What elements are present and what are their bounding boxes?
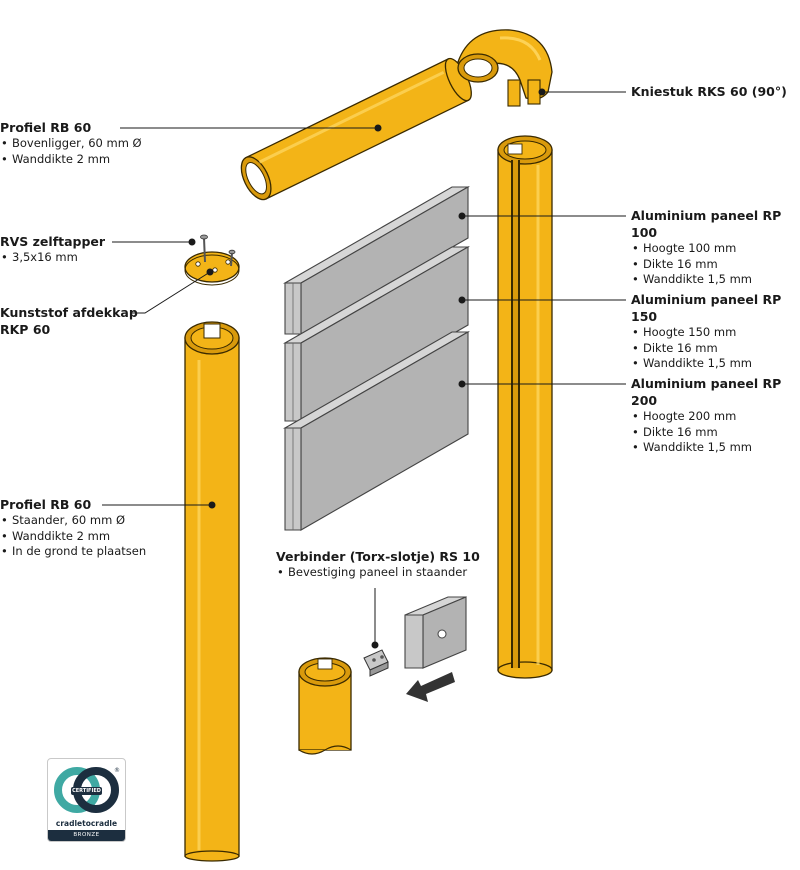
label-rp200: Aluminium paneel RP 200 Hoogte 200 mm Di… [631, 375, 800, 456]
spec-item: Wanddikte 1,5 mm [631, 440, 800, 456]
panel-rp150 [282, 246, 471, 422]
spec-item: Wanddikte 1,5 mm [631, 356, 800, 372]
panel-end-piece [404, 596, 467, 669]
badge-brand-text: cradletocradle [55, 819, 118, 828]
label-rp150: Aluminium paneel RP 150 Hoogte 150 mm Di… [631, 291, 800, 372]
label-kniestuk: Kniestuk RKS 60 (90°) [631, 83, 787, 100]
label-kunststof-afdekkap: Kunststof afdekkap RKP 60 [0, 304, 138, 338]
spec-item: Wanddikte 2 mm [0, 529, 146, 545]
spec-item: In de grond te plaatsen [0, 544, 146, 560]
spec-item: Bevestiging paneel in staander [276, 565, 480, 581]
panel-rp200 [282, 331, 471, 531]
spec-item: Wanddikte 2 mm [0, 152, 142, 168]
spec-item: Dikte 16 mm [631, 425, 800, 441]
label-title: Aluminium paneel RP 100 [631, 208, 782, 240]
spec-item: 3,5x16 mm [0, 250, 105, 266]
profile-post-stub [298, 657, 352, 755]
insert-arrow [406, 672, 455, 702]
cradle-to-cradle-certified-badge: ® CERTIFIED cradletocradle BRONZE [47, 758, 126, 842]
spec-item: Dikte 16 mm [631, 341, 800, 357]
label-rp100: Aluminium paneel RP 100 Hoogte 100 mm Di… [631, 207, 800, 288]
cap-rkp60 [184, 251, 240, 286]
label-title: RKP 60 [0, 322, 51, 337]
label-title: Aluminium paneel RP 200 [631, 376, 782, 408]
label-profiel-bottom: Profiel RB 60 Staander, 60 mm Ø Wanddikt… [0, 496, 146, 560]
label-title: Aluminium paneel RP 150 [631, 292, 782, 324]
profile-rb60-post-right [497, 135, 553, 679]
label-title: Kniestuk RKS 60 (90°) [631, 84, 787, 99]
badge-certified-text: CERTIFIED [71, 787, 102, 795]
profile-rb60-post-left [184, 321, 240, 862]
label-title: Kunststof afdekkap [0, 305, 138, 320]
label-profiel-top: Profiel RB 60 Bovenligger, 60 mm Ø Wandd… [0, 119, 142, 167]
spec-item: Staander, 60 mm Ø [0, 513, 146, 529]
spec-item: Dikte 16 mm [631, 257, 800, 273]
label-title: Profiel RB 60 [0, 120, 92, 135]
spec-item: Hoogte 200 mm [631, 409, 800, 425]
spec-item: Hoogte 150 mm [631, 325, 800, 341]
svg-text:®: ® [114, 767, 120, 774]
label-title: Profiel RB 60 [0, 497, 92, 512]
spec-item: Wanddikte 1,5 mm [631, 272, 800, 288]
profile-rb60-top-rail [240, 57, 472, 201]
spec-item: Hoogte 100 mm [631, 241, 800, 257]
leader-lines [102, 88, 626, 649]
label-verbinder: Verbinder (Torx-slotje) RS 10 Bevestigin… [276, 548, 480, 581]
badge-level-text: BRONZE [48, 830, 125, 841]
label-title: RVS zelftapper [0, 234, 106, 249]
label-title: Verbinder (Torx-slotje) RS 10 [276, 549, 480, 564]
screw-rvs-zelftapper [200, 234, 236, 267]
spec-item: Bovenligger, 60 mm Ø [0, 136, 142, 152]
connector-rs10 [363, 649, 389, 677]
elbow-rks60 [457, 29, 553, 107]
label-rvs-zelftapper: RVS zelftapper 3,5x16 mm [0, 233, 105, 266]
